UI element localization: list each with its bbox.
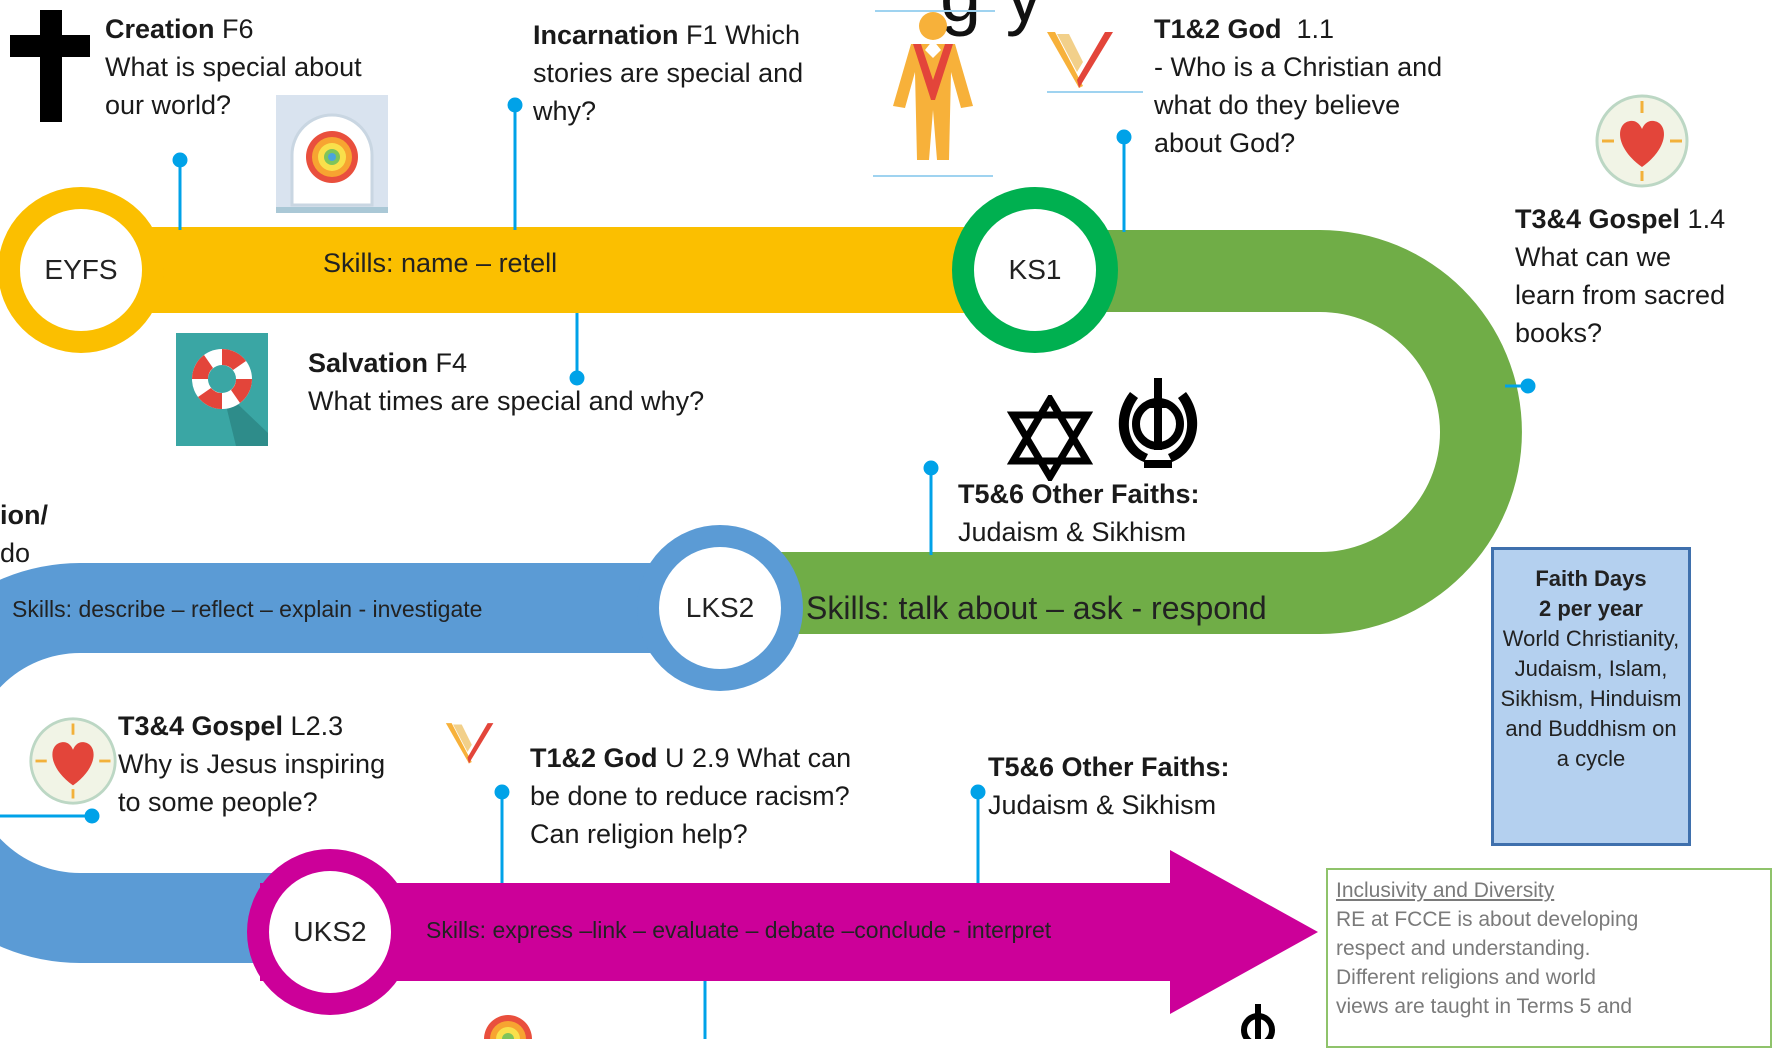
topic-other-faiths-uks2: T5&6 Other Faiths: Judaism & Sikhism (988, 752, 1230, 820)
topic-incarnation: Incarnation F1 Which stories are special… (533, 20, 804, 126)
topic-left-cutoff: ion/ do (0, 500, 48, 568)
eyfs-road (80, 227, 1020, 313)
salvation-lifebuoy-icon (176, 333, 268, 446)
god-triangle-icon (1047, 32, 1143, 93)
skills-eyfs: Skills: name – retell (323, 248, 558, 278)
eyfs-ring (0, 187, 164, 353)
topic-god-uks2: T1&2 God U 2.9 What can be done to reduc… (530, 743, 852, 849)
faith-days-box: Faith Days 2 per year World Christianity… (1491, 547, 1691, 846)
topic-gospel-ks1: T3&4 Gospel 1.4 What can we learn from s… (1515, 204, 1726, 348)
topic-other-faiths-ks1: T5&6 Other Faiths: Judaism & Sikhism (958, 479, 1200, 547)
uks2-road (260, 850, 1318, 1014)
lks2-ring (637, 525, 803, 691)
faith-days-title: Faith Days (1535, 566, 1647, 591)
topic-god-ks1: T1&2 God 1.1 - Who is a Christian and wh… (1154, 14, 1443, 158)
gospel-heart-icon (1595, 94, 1689, 188)
topic-salvation: Salvation F4 What times are special and … (308, 348, 705, 416)
title-underline (875, 10, 995, 12)
creation-rainbow-icon-bottom (484, 1015, 532, 1039)
faith-days-subtitle: 2 per year (1539, 596, 1643, 621)
incarnation-figure-icon (873, 12, 993, 177)
stage-eyfs: EYFS (44, 254, 118, 285)
ks1-ring (952, 187, 1118, 353)
stage-lks2: LKS2 (685, 592, 755, 623)
page-title-fragment: g y (940, 0, 1045, 36)
skills-lks2: Skills: describe – reflect – explain - i… (12, 596, 483, 622)
stage-ks1: KS1 (1008, 254, 1062, 285)
stage-uks2: UKS2 (293, 916, 367, 947)
khanda-icon-bottom (1241, 1004, 1275, 1039)
uks2-ring (247, 849, 413, 1015)
inclusivity-box: Inclusivity and Diversity RE at FCCE is … (1326, 868, 1772, 1048)
god-triangle-icon-uks2 (445, 723, 494, 764)
cross-icon (10, 10, 90, 122)
topic-creation: Creation F6 What is special about our wo… (105, 14, 362, 120)
skills-ks1: Skills: talk about – ask - respond (806, 590, 1267, 626)
creation-rainbow-icon (276, 95, 388, 213)
star-of-david-icon (1007, 395, 1093, 481)
skills-uks2: Skills: express –link – evaluate – debat… (426, 917, 1052, 943)
topic-gospel-lks2: T3&4 Gospel L2.3 Why is Jesus inspiring … (118, 711, 386, 817)
gospel-heart-icon-lks2 (29, 717, 117, 805)
khanda-icon (1118, 378, 1198, 468)
inclusivity-heading: Inclusivity and Diversity (1336, 879, 1555, 902)
